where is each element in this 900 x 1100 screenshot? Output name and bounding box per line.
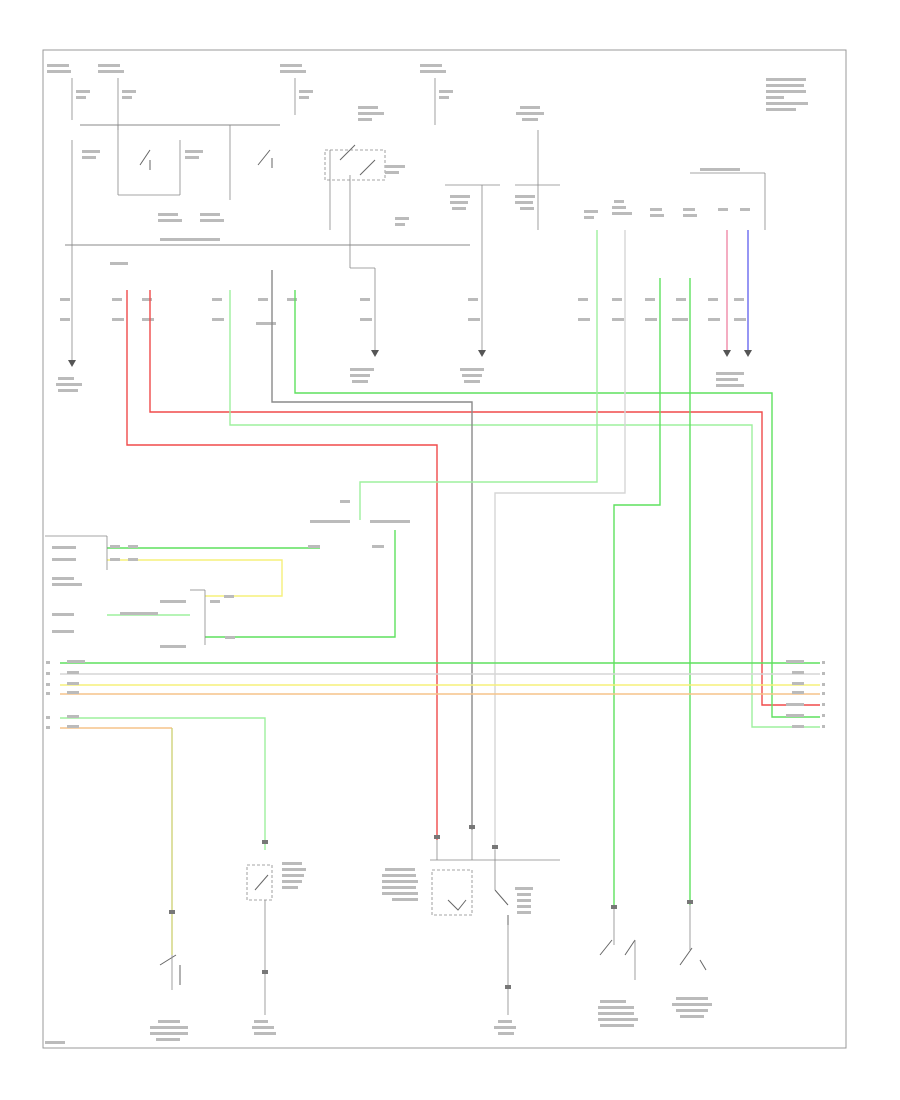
connector-arrows: [723, 350, 752, 357]
upper-switch-bus: [65, 106, 470, 357]
connector-codes: [60, 262, 746, 325]
power-sources: [47, 64, 453, 130]
dimmer-modules: [350, 106, 560, 383]
diagram-frame: [42, 49, 847, 1049]
lower-components: [45, 825, 712, 1044]
wires: [60, 230, 820, 955]
bundle-labels: [46, 660, 825, 729]
left-module: [45, 500, 410, 648]
left-ground: [56, 245, 82, 392]
right-connector-block: [584, 168, 766, 387]
top-right-note: [766, 78, 808, 111]
